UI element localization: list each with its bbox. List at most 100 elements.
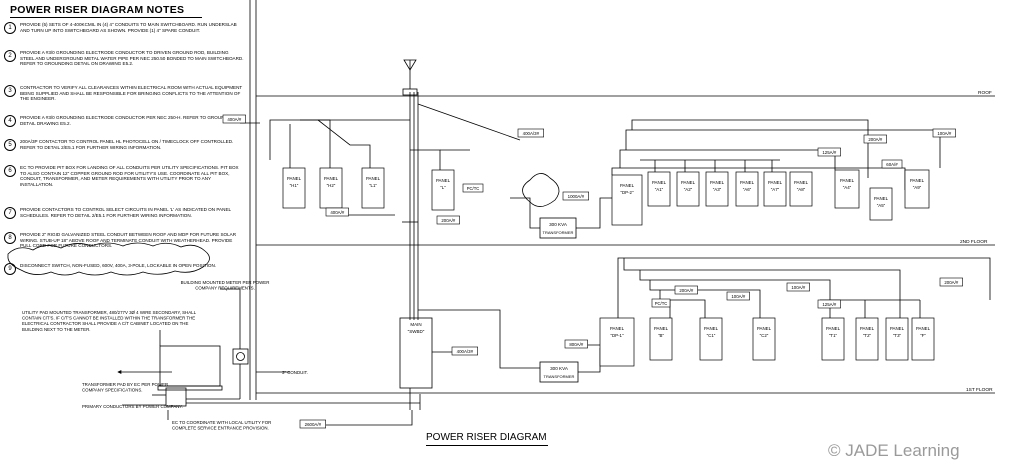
callout-primary: PRIMARY CONDUCTORS BY POWER COMPANY. [82, 404, 183, 409]
svg-text:100A/#: 100A/# [791, 285, 805, 290]
panel-sub: "B" [658, 333, 664, 338]
svg-text:200A/#: 200A/# [441, 218, 455, 223]
pc-tc-label: PC/TC [467, 186, 480, 191]
rating-r400a: 400A/# [222, 114, 246, 124]
diagram-title: POWER RISER DIAGRAM [426, 432, 547, 443]
panel-label: PANEL [757, 326, 772, 331]
panel-sub: "C1" [707, 333, 716, 338]
panel-l: PANEL "L" [431, 169, 455, 211]
panel-box [599, 317, 635, 367]
svg-text:800A/#: 800A/# [569, 342, 583, 347]
svg-text:125A/#: 125A/# [822, 302, 836, 307]
panel-box [789, 171, 813, 207]
panel-sub: "T3" [893, 333, 902, 338]
callout-utility: UTILITY PAD MOUNTED TRANSFORMER, 480/277… [22, 310, 197, 332]
panel-box [319, 167, 343, 209]
svg-text:60A/#: 60A/# [886, 162, 898, 167]
svg-text:125A/#: 125A/# [822, 150, 836, 155]
panel-sub: "L" [440, 185, 446, 190]
panel-label: PANEL [768, 180, 783, 185]
panel-sub: "A7" [771, 187, 780, 192]
panel-label: PANEL [874, 196, 889, 201]
note-text: EC TO PROVIDE PIT BOX FOR LANDING OF ALL… [20, 165, 239, 187]
panel-a8: PANEL"A8" [789, 171, 813, 207]
note-item: 7 PROVIDE CONTACTORS TO CONTROL SELECT CI… [4, 207, 244, 219]
panel-t2: PANEL "T2" [855, 317, 879, 361]
panel-sub: "C2" [760, 333, 769, 338]
panel-label: PANEL [287, 176, 302, 181]
panel-label: PANEL [324, 176, 339, 181]
panel-label: PANEL [860, 326, 875, 331]
note-number: 4 [4, 115, 16, 127]
meter-box [232, 348, 249, 365]
panel-box [431, 169, 455, 211]
notes-title-underline [10, 17, 202, 18]
panel-box [361, 167, 385, 209]
note-item: 5 200A/3P CONTACTOR TO CONTROL PANEL HL P… [4, 139, 244, 151]
panel-sub: "F" [920, 333, 926, 338]
svg-text:200A/#: 200A/# [868, 137, 882, 142]
panel-box [885, 317, 909, 361]
panel-box [869, 187, 893, 221]
rating-r100a: 100A/# [932, 128, 956, 138]
note-text: CONTRACTOR TO VERIFY ALL CLEARANCES WITH… [20, 85, 243, 102]
panel-box [821, 317, 845, 361]
panel-box [855, 317, 879, 361]
rating-r400c: 400A/3# [517, 128, 545, 138]
panel-label: PANEL [654, 326, 669, 331]
panel-box [911, 317, 935, 361]
panel-a6: PANEL"A6" [735, 171, 759, 207]
svg-text:100A/#: 100A/# [937, 131, 951, 136]
panel-label: PANEL [436, 178, 451, 183]
panel-dp-2: PANEL"DP-2" [611, 174, 643, 226]
panel-sub: "A9" [913, 185, 922, 190]
panel-label: PANEL [794, 180, 809, 185]
roof-label: ROOF [978, 90, 992, 96]
panel-a7: PANEL "A7" [763, 171, 787, 207]
panel-label: PANEL [826, 326, 841, 331]
panel-c2: PANEL "C2" [752, 317, 776, 361]
panel-box [676, 171, 700, 207]
note-text: PROVIDE CONTACTORS TO CONTROL SELECT CIR… [20, 207, 231, 218]
note-text: PROVIDE A #3/0 GROUNDING ELECTRODE CONDU… [20, 50, 244, 67]
svg-text:400A/#: 400A/# [227, 117, 241, 122]
panel-label: PANEL [916, 326, 931, 331]
note-number: 5 [4, 139, 16, 151]
panel-a3: PANEL"A3" [705, 171, 729, 207]
note-number: 1 [4, 22, 16, 34]
main-switchboard [399, 317, 433, 389]
panel-sub: "L1" [369, 183, 377, 188]
panel-f: PANEL "F" [911, 317, 935, 361]
panel-sub: "H1" [290, 183, 299, 188]
pc-tc-label-b: PC/TC [655, 301, 668, 306]
panel-sub: "T2" [863, 333, 872, 338]
note-number: 6 [4, 165, 16, 177]
panel-label: PANEL [652, 180, 667, 185]
panel-box [834, 169, 860, 209]
panel-sub: "A5" [877, 203, 886, 208]
note-text: 200A/3P CONTACTOR TO CONTROL PANEL HL PH… [20, 139, 234, 150]
note-text: PROVIDE (5) SETS OF 4-400KCMIL IN (4) 4"… [20, 22, 237, 33]
panel-label: PANEL [366, 176, 381, 181]
panel-box [735, 171, 759, 207]
panel-label: PANEL [710, 180, 725, 185]
panel-c1: PANEL "C1" [699, 317, 723, 361]
panel-h2: PANEL"H2" [319, 167, 343, 209]
panel-t3: PANEL "T3" [885, 317, 909, 361]
rating-r100b: 100A/# [726, 291, 750, 301]
note-text: PROVIDE A #3/0 GROUNDING ELECTRODE CONDU… [20, 115, 236, 126]
note-number: 7 [4, 207, 16, 219]
panel-label: PANEL [890, 326, 905, 331]
panel-box [699, 317, 723, 361]
panel-a4: PANEL"A4" [834, 169, 860, 209]
panel-box [752, 317, 776, 361]
panel-label: PANEL [704, 326, 719, 331]
main-switchboard-label: MAIN [410, 322, 421, 327]
note-item: 6 EC TO PROVIDE PIT BOX FOR LANDING OF AL… [4, 165, 244, 187]
watermark: © JADE Learning [828, 441, 960, 460]
utility-transformer [159, 345, 221, 387]
panel-box [763, 171, 787, 207]
